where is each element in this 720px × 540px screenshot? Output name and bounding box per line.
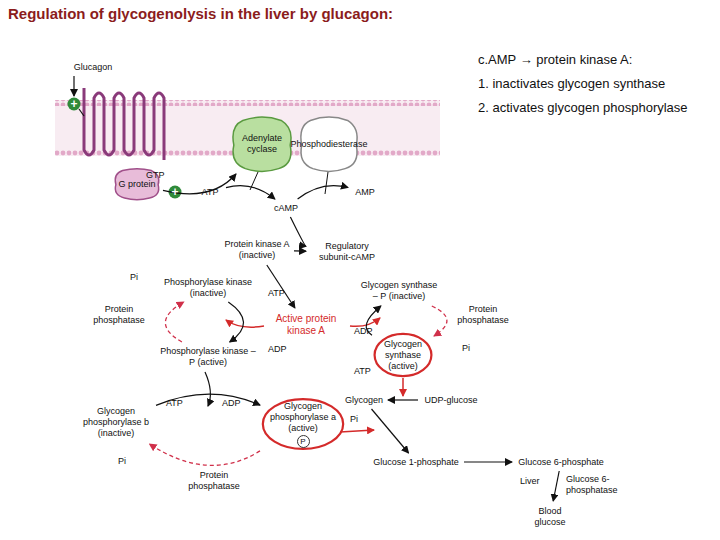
- catalysis-line: [205, 372, 210, 406]
- text-label: ADP: [222, 398, 246, 409]
- node-text: Protein kinase A (inactive): [222, 239, 292, 261]
- node-text: Phosphorylase kinase – P (active): [158, 346, 258, 368]
- text-label: Glucose 6-phosphatase: [566, 474, 628, 496]
- node-text: AMP: [355, 187, 375, 198]
- enzyme-label: Glycogen phosphorylase b (inactive): [78, 402, 154, 442]
- metabolite-label: Blood glucose: [528, 503, 572, 531]
- text-label: GTP: [146, 170, 170, 181]
- catalysis-line: [340, 430, 374, 432]
- binding-arrow: [73, 76, 74, 96]
- node-text: P: [297, 435, 310, 448]
- text-label: Protein phosphatase: [92, 304, 146, 326]
- metabolite-label: AMP: [350, 185, 380, 199]
- node-text: Glycogen phosphorylase a (active): [262, 401, 344, 434]
- text-label: 2. activates glycogen phosphorylase: [478, 100, 718, 116]
- reaction-arrow: [464, 461, 512, 462]
- text-label: ADP: [268, 344, 292, 355]
- text-label: Pi: [130, 272, 150, 283]
- outline-ellipse: [375, 334, 432, 376]
- reaction-arrow: [553, 471, 559, 501]
- reaction-arrow: [267, 265, 295, 308]
- reaction-arrow: [228, 302, 243, 342]
- text-label: Pi: [350, 414, 370, 425]
- text-label: ATP: [354, 366, 376, 377]
- node-text: Phosphorylase kinase (inactive): [158, 277, 258, 299]
- node-text: UDP-glucose: [424, 395, 477, 406]
- node-text: Glycogen: [345, 395, 383, 406]
- text-label: Liver: [520, 476, 550, 487]
- enzyme-blob: Phosphodiesterase: [298, 116, 360, 172]
- receptor-helices: [84, 88, 164, 160]
- catalysis-line: [402, 378, 404, 396]
- reaction-arrow: [372, 409, 409, 453]
- reaction-arrow: [298, 186, 348, 199]
- node-text: Active protein kinase A: [262, 313, 350, 337]
- text-label: ATP: [166, 398, 190, 409]
- node-text: Regulatory subunit-cAMP: [308, 241, 386, 263]
- text-label: +: [168, 185, 182, 199]
- node-text: Phosphodiesterase: [290, 139, 367, 150]
- diagram-title: Regulation of glycogenolysis in the live…: [8, 4, 398, 23]
- node-text: ATP: [202, 187, 219, 198]
- node-text: Glycogen synthase – P (inactive): [358, 280, 440, 302]
- metabolite-label: ATP: [196, 185, 224, 199]
- reaction-arrow: [388, 399, 418, 400]
- node-text: cAMP: [274, 203, 298, 214]
- catalysis-line: [226, 320, 264, 327]
- outline-ellipse: [263, 399, 343, 449]
- node-text: Adenylate cyclase: [230, 133, 294, 155]
- metabolite-label: cAMP: [268, 201, 304, 215]
- node-text: G protein: [118, 179, 155, 190]
- reaction-arrow: [294, 250, 306, 252]
- node-text: Glucose 1-phosphate: [373, 457, 459, 468]
- metabolite-label: Glycogen: [342, 393, 386, 407]
- catalysis-line: [350, 318, 380, 326]
- active-enzyme-circle: Glycogen phosphorylase a (active)P: [262, 398, 344, 450]
- text-label: ADP: [354, 326, 376, 337]
- enzyme-label: Phosphorylase kinase (inactive): [158, 276, 258, 300]
- node-text: Glycogen synthase (active): [374, 339, 432, 372]
- enzyme-label: Regulatory subunit-cAMP: [308, 238, 386, 266]
- enzyme-blob: Adenylate cyclase: [230, 116, 294, 172]
- text-label: Protein phosphatase: [186, 470, 242, 492]
- dephosphorylation-arrow: [150, 444, 261, 465]
- dephosphorylation-arrow: [432, 306, 447, 336]
- text-label: Pi: [118, 456, 138, 467]
- binding-arrow: [79, 109, 84, 116]
- text-label: +: [67, 97, 81, 111]
- text-label: c.AMP → protein kinase A:: [478, 52, 718, 68]
- active-enzyme-circle: Glycogen synthase (active): [374, 333, 432, 377]
- metabolite-label: Glucose 6-phosphate: [514, 455, 608, 469]
- node-text: Glucagon: [74, 62, 113, 73]
- reaction-arrow: [226, 186, 275, 199]
- enzyme-label: Glycogen synthase – P (inactive): [358, 278, 440, 304]
- plus-circle: [68, 98, 81, 111]
- metabolite-label: UDP-glucose: [420, 393, 482, 407]
- node-text: Glycogen phosphorylase b (inactive): [78, 406, 154, 439]
- metabolite-label: Glucose 1-phosphate: [370, 455, 462, 469]
- text-label: Protein phosphatase: [455, 304, 511, 326]
- node-text: Blood glucose: [528, 506, 572, 528]
- text-label: 1. inactivates glycogen synthase: [478, 76, 718, 92]
- enzyme-label: Phosphorylase kinase – P (active): [158, 344, 258, 370]
- enzyme-label: Protein kinase A (inactive): [222, 237, 292, 263]
- text-label: Pi: [462, 343, 482, 354]
- text-label: ATP: [268, 288, 292, 299]
- reaction-arrow: [290, 217, 306, 246]
- ligand-label: Glucagon: [62, 60, 124, 74]
- node-text: Glucose 6-phosphate: [518, 457, 604, 468]
- active-enzyme-label: Active protein kinase A: [262, 310, 350, 340]
- dephosphorylation-arrow: [165, 302, 183, 342]
- catalysis-line: [325, 172, 328, 194]
